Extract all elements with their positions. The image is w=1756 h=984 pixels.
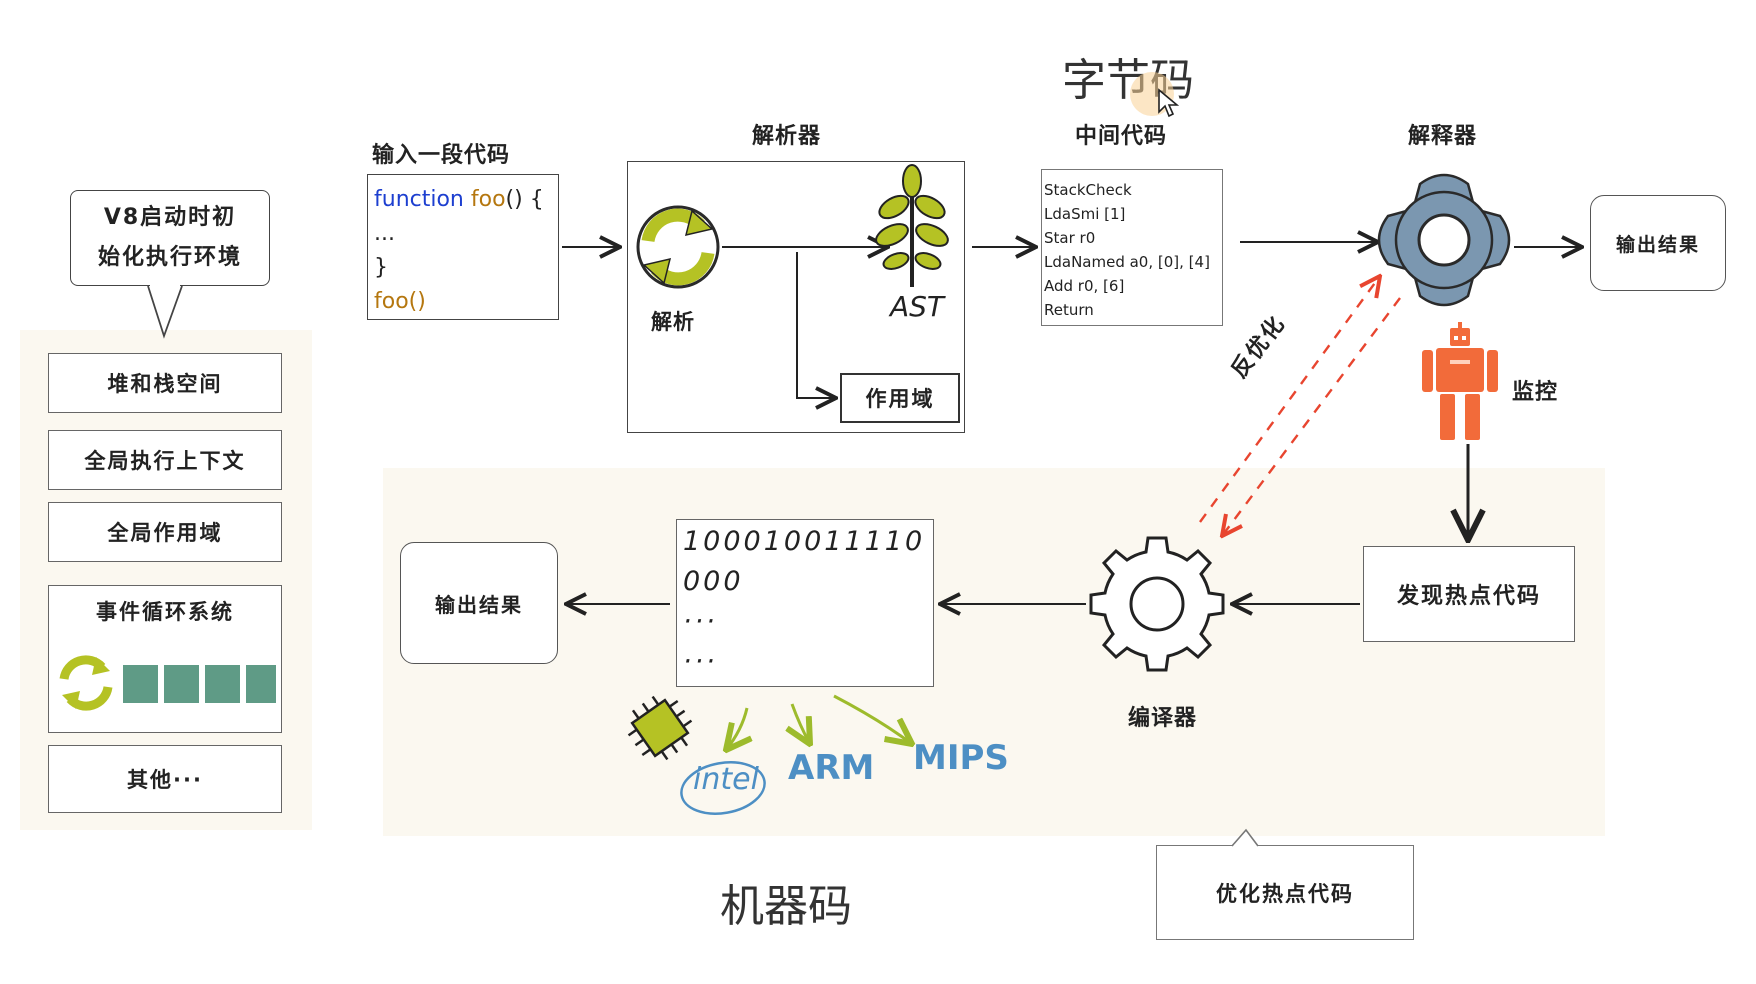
arrow-to-intel [726,707,747,750]
bytecode-line: StackCheck [1044,181,1132,199]
init-bubble-line1: V8启动时初 [103,205,237,230]
callout-tail [1231,828,1259,848]
bytecode-line: LdaSmi [1] [1044,205,1126,223]
flower-gear-icon [1377,173,1511,307]
machine-code-box: 100010011110 000 ··· ··· [676,519,934,687]
arrow-optimize-to-compiler [1222,297,1401,536]
env-global-context: 全局执行上下文 [48,430,282,490]
code-line-4: foo() [374,289,426,314]
code-line-1: function foo() { [374,183,558,217]
machine-code-line: ··· [683,646,718,677]
input-code-box: function foo() { ... } foo() [367,174,559,320]
bytecode-line: Add r0, [6] [1044,277,1125,295]
env-event-loop-label: 事件循环系统 [96,600,234,624]
event-queue-blocks [123,665,276,703]
intel-logo-ring [680,761,766,815]
machine-code-line: ··· [683,606,718,637]
monitor-label: 监控 [1512,380,1559,405]
compiler-output-box: 输出结果 [400,542,558,664]
interpreter-label: 解释器 [1408,124,1478,149]
code-signature: () { [505,187,544,212]
intermediate-label: 中间代码 [1075,124,1168,149]
machine-code-panel [383,468,1605,836]
arrow-deopt-to-interpreter [1199,276,1380,523]
arch-arm: ARM [788,748,875,788]
arch-mips: MIPS [913,738,1009,778]
init-bubble-line2: 始化执行环境 [97,245,242,270]
bytecode-line: Return [1044,301,1094,319]
env-heap-stack: 堆和栈空间 [48,353,282,413]
code-line-3: } [374,255,388,280]
machine-code-title: 机器码 [720,881,852,932]
input-code-label: 输入一段代码 [372,143,511,168]
bytecode-line: Star r0 [1044,229,1096,247]
bubble-tail [147,284,183,339]
scope-box: 作用域 [840,373,960,423]
bytecode-line: LdaNamed a0, [0], [4] [1044,253,1210,271]
code-line-2: ... [374,221,395,246]
optimize-callout: 优化热点代码 [1156,845,1414,940]
refresh-cycle-icon [59,655,113,711]
env-others: 其他··· [48,745,282,813]
machine-code-line: 100010011110 [683,526,926,557]
code-func-name: foo [470,187,506,212]
arrow-to-mips [833,694,912,744]
ast-label: AST [890,290,945,323]
parse-label: 解析 [651,310,695,334]
gear-icon [1089,536,1225,672]
mouse-cursor-icon [1158,88,1179,118]
hotspot-box: 发现热点代码 [1363,546,1575,642]
arrow-to-arm [792,703,810,744]
intermediate-box: StackCheck LdaSmi [1] Star r0 LdaNamed a… [1041,169,1223,326]
code-keyword: function [374,187,464,212]
chip-icon [627,695,693,761]
env-global-scope: 全局作用域 [48,502,282,562]
parser-label: 解析器 [752,124,822,149]
interpreter-output-box: 输出结果 [1590,195,1726,291]
arrow-parse-to-scope [796,252,836,398]
tree-icon [875,164,949,287]
compiler-label: 编译器 [1128,706,1198,731]
robot-icon [1422,322,1498,440]
machine-code-line: 000 [683,566,744,597]
parse-cycle-icon [636,205,720,289]
